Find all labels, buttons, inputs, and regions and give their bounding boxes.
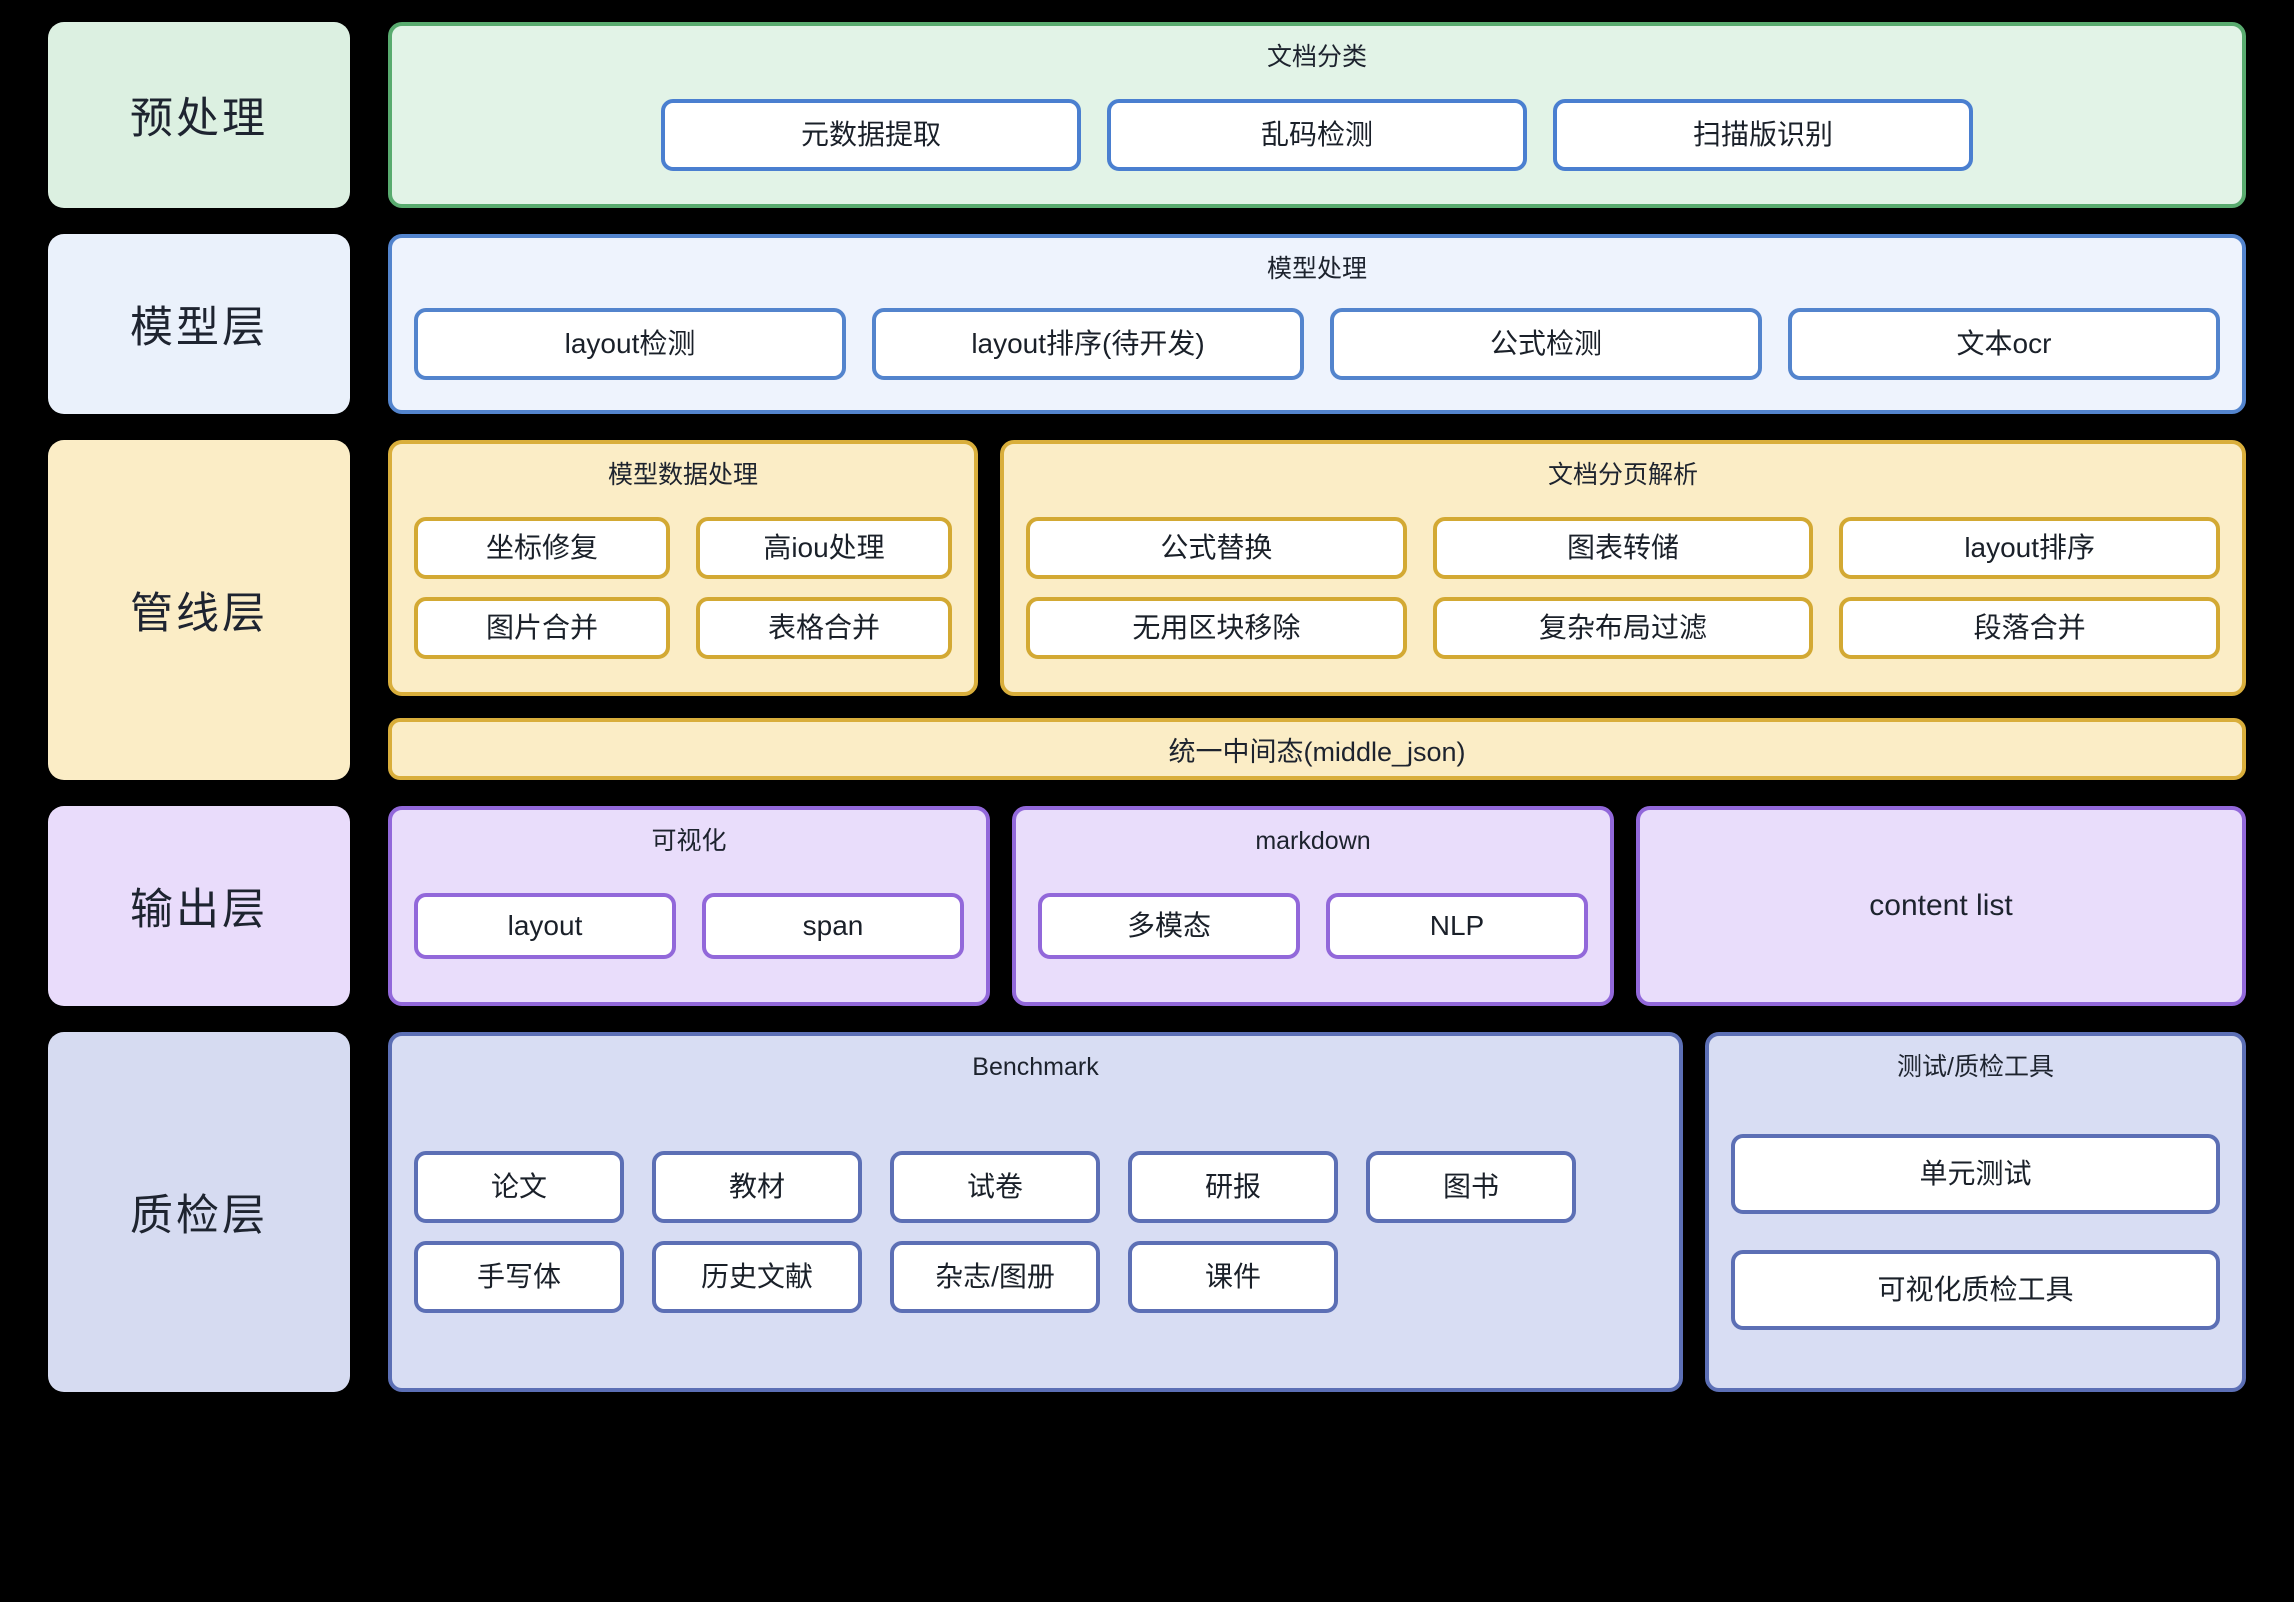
group-title-benchmark: Benchmark — [972, 1053, 1099, 1081]
node-span-output[interactable]: span — [702, 893, 964, 959]
layer-row-preprocess: 预处理 文档分类 元数据提取 乱码检测 扫描版识别 — [48, 22, 2246, 208]
group-title-doc-classification: 文档分类 — [1266, 43, 1367, 71]
layer-row-pipeline: 管线层 模型数据处理 坐标修复 高iou处理 图片合并 表格合并 — [48, 440, 2246, 780]
layer-label-quality: 质检层 — [48, 1032, 350, 1392]
group-columns-pipeline: 模型数据处理 坐标修复 高iou处理 图片合并 表格合并 文档分页解析 — [388, 440, 2246, 696]
node-useless-block-removal[interactable]: 无用区块移除 — [1026, 597, 1407, 659]
group-title-page-parsing: 文档分页解析 — [1547, 461, 1698, 489]
group-test-qa-tools: 测试/质检工具 单元测试 可视化质检工具 — [1705, 1032, 2246, 1392]
group-model-data-processing: 模型数据处理 坐标修复 高iou处理 图片合并 表格合并 — [388, 440, 978, 696]
group-line: 元数据提取 乱码检测 扫描版识别 — [414, 99, 2220, 171]
layer-label-pipeline: 管线层 — [48, 440, 350, 780]
node-scan-recognition[interactable]: 扫描版识别 — [1553, 99, 1973, 171]
group-title-test-qa-tools: 测试/质检工具 — [1897, 1053, 2054, 1081]
group-line: 手写体 历史文献 杂志/图册 课件 — [414, 1241, 1657, 1313]
node-historical-document[interactable]: 历史文献 — [652, 1241, 862, 1313]
layer-row-quality: 质检层 Benchmark 论文 教材 试卷 研报 图书 手写体 — [48, 1032, 2246, 1392]
group-title-visualization: 可视化 — [651, 827, 727, 855]
group-doc-classification: 文档分类 元数据提取 乱码检测 扫描版识别 — [388, 22, 2246, 208]
group-grid-test-qa-tools: 单元测试 可视化质检工具 — [1731, 1098, 2220, 1366]
node-table-merge[interactable]: 表格合并 — [696, 597, 952, 659]
layer-body-output: 可视化 layout span markdown 多模态 NLP — [388, 806, 2246, 1006]
node-formula-detect[interactable]: 公式检测 — [1330, 308, 1762, 380]
layer-label-output: 输出层 — [48, 806, 350, 1006]
group-line: 单元测试 — [1731, 1134, 2220, 1214]
group-title-model-data-processing: 模型数据处理 — [607, 461, 758, 489]
layer-row-model: 模型层 模型处理 layout检测 layout排序(待开发) 公式检测 文本o… — [48, 234, 2246, 414]
group-title-markdown: markdown — [1255, 827, 1371, 855]
group-line: 可视化质检工具 — [1731, 1250, 2220, 1330]
group-line: 公式替换 图表转储 layout排序 — [1026, 517, 2221, 579]
node-image-merge[interactable]: 图片合并 — [414, 597, 670, 659]
node-visual-qa-tool[interactable]: 可视化质检工具 — [1731, 1250, 2220, 1330]
node-coordinate-repair[interactable]: 坐标修复 — [414, 517, 670, 579]
group-title-content-list: content list — [1869, 889, 2013, 922]
group-grid-page-parsing: 公式替换 图表转储 layout排序 无用区块移除 复杂布局过滤 段落合并 — [1026, 506, 2221, 670]
layer-label-preprocess: 预处理 — [48, 22, 350, 208]
group-grid-doc-classification: 元数据提取 乱码检测 扫描版识别 — [414, 88, 2220, 182]
node-paragraph-merge[interactable]: 段落合并 — [1839, 597, 2221, 659]
group-grid-benchmark: 论文 教材 试卷 研报 图书 手写体 历史文献 杂志/图册 课件 — [414, 1098, 1657, 1366]
node-textbook[interactable]: 教材 — [652, 1151, 862, 1223]
group-markdown: markdown 多模态 NLP — [1012, 806, 1614, 1006]
group-columns-output: 可视化 layout span markdown 多模态 NLP — [388, 806, 2246, 1006]
layer-body-pipeline: 模型数据处理 坐标修复 高iou处理 图片合并 表格合并 文档分页解析 — [388, 440, 2246, 780]
group-line: 坐标修复 高iou处理 — [414, 517, 952, 579]
group-columns-model: 模型处理 layout检测 layout排序(待开发) 公式检测 文本ocr — [388, 234, 2246, 414]
node-multimodal[interactable]: 多模态 — [1038, 893, 1300, 959]
node-formula-replace[interactable]: 公式替换 — [1026, 517, 1407, 579]
node-paper[interactable]: 论文 — [414, 1151, 624, 1223]
group-columns-quality: Benchmark 论文 教材 试卷 研报 图书 手写体 历史文献 杂志/图 — [388, 1032, 2246, 1392]
group-grid-visualization: layout span — [414, 872, 964, 980]
layer-body-preprocess: 文档分类 元数据提取 乱码检测 扫描版识别 — [388, 22, 2246, 208]
unified-middle-json-bar[interactable]: 统一中间态(middle_json) — [388, 718, 2246, 780]
group-page-parsing: 文档分页解析 公式替换 图表转储 layout排序 无用区块移除 复杂布局过滤 … — [1000, 440, 2246, 696]
node-metadata-extract[interactable]: 元数据提取 — [661, 99, 1081, 171]
node-exam-paper[interactable]: 试卷 — [890, 1151, 1100, 1223]
node-high-iou-handling[interactable]: 高iou处理 — [696, 517, 952, 579]
group-line: 多模态 NLP — [1038, 893, 1588, 959]
node-handwriting[interactable]: 手写体 — [414, 1241, 624, 1313]
group-visualization: 可视化 layout span — [388, 806, 990, 1006]
group-grid-markdown: 多模态 NLP — [1038, 872, 1588, 980]
node-courseware[interactable]: 课件 — [1128, 1241, 1338, 1313]
group-line: 图片合并 表格合并 — [414, 597, 952, 659]
node-research-report[interactable]: 研报 — [1128, 1151, 1338, 1223]
group-line: 论文 教材 试卷 研报 图书 — [414, 1151, 1657, 1223]
layer-body-model: 模型处理 layout检测 layout排序(待开发) 公式检测 文本ocr — [388, 234, 2246, 414]
group-grid-model-data-processing: 坐标修复 高iou处理 图片合并 表格合并 — [414, 506, 952, 670]
node-layout-output[interactable]: layout — [414, 893, 676, 959]
node-layout-sort[interactable]: layout排序 — [1839, 517, 2221, 579]
group-model-processing: 模型处理 layout检测 layout排序(待开发) 公式检测 文本ocr — [388, 234, 2246, 414]
node-complex-layout-filter[interactable]: 复杂布局过滤 — [1432, 597, 1814, 659]
group-columns-preprocess: 文档分类 元数据提取 乱码检测 扫描版识别 — [388, 22, 2246, 208]
group-grid-model-processing: layout检测 layout排序(待开发) 公式检测 文本ocr — [414, 300, 2220, 388]
node-text-ocr[interactable]: 文本ocr — [1788, 308, 2220, 380]
group-line: layout检测 layout排序(待开发) 公式检测 文本ocr — [414, 308, 2220, 380]
node-layout-detect[interactable]: layout检测 — [414, 308, 846, 380]
node-layout-sort-wip[interactable]: layout排序(待开发) — [872, 308, 1304, 380]
group-line: layout span — [414, 893, 964, 959]
node-book[interactable]: 图书 — [1366, 1151, 1576, 1223]
group-benchmark: Benchmark 论文 教材 试卷 研报 图书 手写体 历史文献 杂志/图 — [388, 1032, 1683, 1392]
node-unit-test[interactable]: 单元测试 — [1731, 1134, 2220, 1214]
group-line: 无用区块移除 复杂布局过滤 段落合并 — [1026, 597, 2221, 659]
layer-body-quality: Benchmark 论文 教材 试卷 研报 图书 手写体 历史文献 杂志/图 — [388, 1032, 2246, 1392]
node-chart-storage[interactable]: 图表转储 — [1432, 517, 1814, 579]
group-title-model-processing: 模型处理 — [1266, 255, 1367, 283]
group-content-list[interactable]: content list — [1636, 806, 2246, 1006]
node-nlp[interactable]: NLP — [1326, 893, 1588, 959]
layer-label-model: 模型层 — [48, 234, 350, 414]
node-garbled-detect[interactable]: 乱码检测 — [1107, 99, 1527, 171]
layer-row-output: 输出层 可视化 layout span markdown — [48, 806, 2246, 1006]
node-magazine-album[interactable]: 杂志/图册 — [890, 1241, 1100, 1313]
